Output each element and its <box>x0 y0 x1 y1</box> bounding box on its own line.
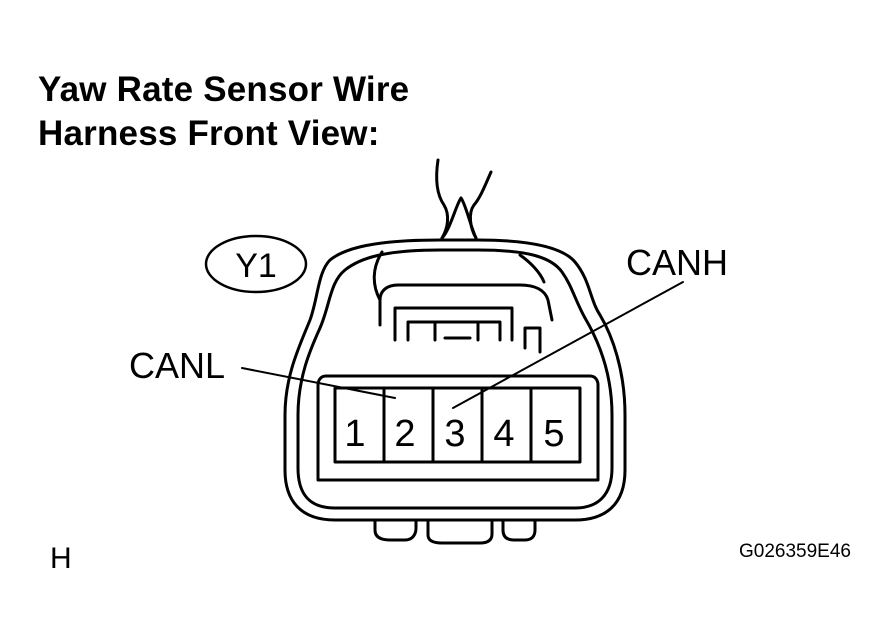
hood-left <box>372 250 384 302</box>
wire-boot <box>440 196 478 240</box>
canh-label: CANH <box>626 242 728 283</box>
pin-number-4: 4 <box>493 413 514 455</box>
diagram-title: Yaw Rate Sensor Wire Harness Front View: <box>38 68 409 156</box>
figure-code: G026359E46 <box>739 541 851 562</box>
bottom-key-right <box>501 518 537 542</box>
canh-leader-line <box>452 281 684 409</box>
connector-inner-shell <box>296 248 614 510</box>
lock-side-post <box>523 326 542 354</box>
lock-tab <box>393 306 514 342</box>
pin-body-inner <box>333 386 582 464</box>
pin-number-5: 5 <box>543 413 564 455</box>
pin-number-2: 2 <box>394 413 415 455</box>
pin-number-3: 3 <box>444 413 465 455</box>
lock-hood <box>378 283 554 327</box>
pin-body-outer <box>316 374 600 482</box>
pin-number-1: 1 <box>344 413 365 455</box>
lock-latch <box>433 320 480 342</box>
connector-id: Y1 <box>235 247 277 285</box>
bottom-key-left <box>373 518 418 542</box>
bottom-key-center <box>426 518 494 545</box>
canl-label: CANL <box>129 345 225 386</box>
title-line-1: Yaw Rate Sensor Wire <box>38 70 410 109</box>
connector-outer-shell <box>283 238 627 522</box>
corner-letter: H <box>50 542 72 575</box>
wire-left <box>435 158 450 240</box>
lock-tab-inner <box>406 320 502 342</box>
connector-id-ellipse <box>204 234 308 294</box>
hood-notch <box>518 253 546 284</box>
canl-leader-line <box>241 367 396 399</box>
title-line-2: Harness Front View: <box>38 114 380 153</box>
